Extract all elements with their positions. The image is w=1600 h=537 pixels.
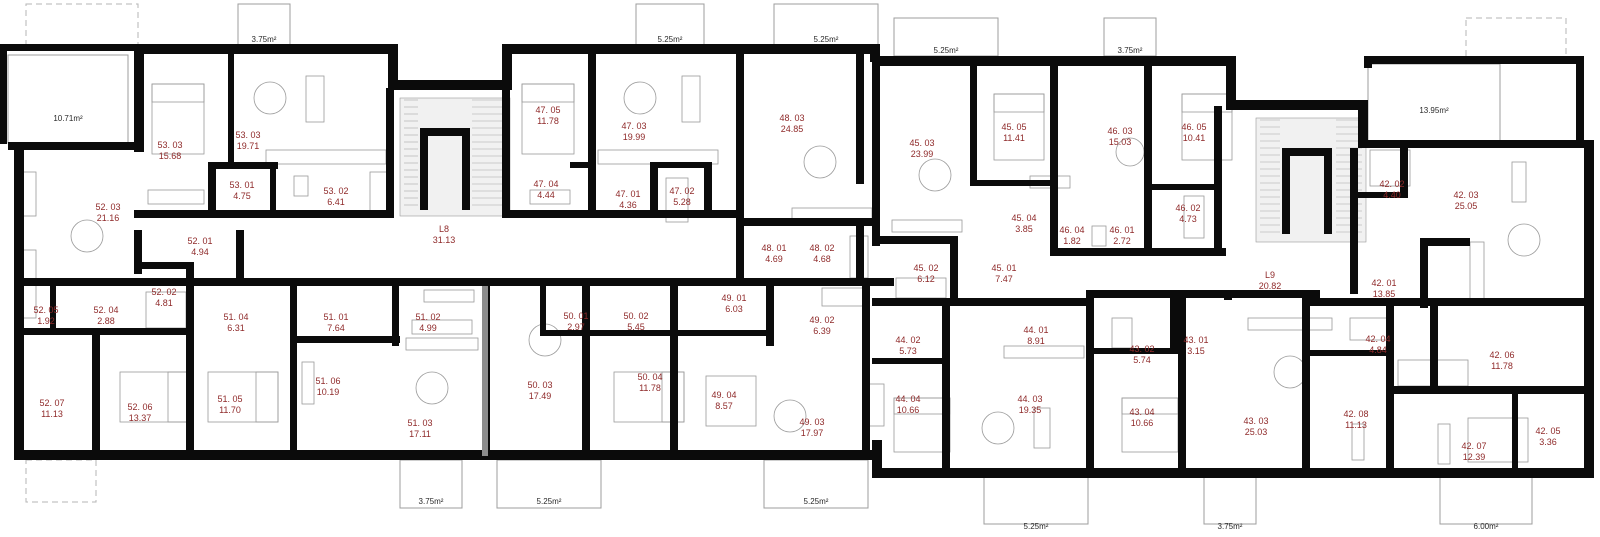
balcony-outline bbox=[237, 3, 291, 47]
balcony-outline bbox=[399, 459, 463, 509]
balcony-area-label: 5.25m² bbox=[537, 497, 562, 506]
balcony-outline bbox=[763, 459, 869, 509]
furniture bbox=[21, 75, 1541, 465]
walls bbox=[0, 44, 1594, 478]
balcony-outline bbox=[635, 3, 705, 47]
balcony-outline bbox=[7, 54, 129, 144]
balcony-outline bbox=[1439, 475, 1533, 525]
balcony-area-label: 3.75m² bbox=[1218, 522, 1243, 531]
canopy-outline bbox=[25, 459, 97, 503]
balconies bbox=[7, 3, 1567, 525]
balcony-area-label: 3.75m² bbox=[419, 497, 444, 506]
balcony-area-label: 3.75m² bbox=[252, 35, 277, 44]
balcony-area-label: 5.25m² bbox=[934, 46, 959, 55]
balcony-outline bbox=[1103, 17, 1157, 57]
balcony-area-label: 5.25m² bbox=[658, 35, 683, 44]
canopy-outline bbox=[1465, 17, 1567, 63]
staircases bbox=[399, 97, 1367, 243]
canopy-outline bbox=[25, 3, 139, 49]
balcony-outline bbox=[773, 3, 879, 47]
balcony-area-label: 10.71m² bbox=[53, 114, 83, 123]
balcony-outline bbox=[496, 459, 602, 509]
balcony-area-label: 5.25m² bbox=[1024, 522, 1049, 531]
staircase-right bbox=[1255, 117, 1367, 243]
balcony-outline bbox=[1203, 475, 1257, 525]
balcony-area-label: 13.95m² bbox=[1419, 106, 1449, 115]
balcony-labels: 10.71m² 3.75m² 5.25m² 5.25m² 5.25m² 3.75… bbox=[53, 35, 1498, 531]
balcony-area-label: 5.25m² bbox=[804, 497, 829, 506]
balcony-area-label: 6.00m² bbox=[1474, 522, 1499, 531]
staircase-left bbox=[399, 97, 511, 217]
balcony-outline bbox=[983, 475, 1089, 525]
balcony-area-label: 3.75m² bbox=[1118, 46, 1143, 55]
balcony-area-label: 5.25m² bbox=[814, 35, 839, 44]
balcony-outline bbox=[1367, 63, 1501, 145]
